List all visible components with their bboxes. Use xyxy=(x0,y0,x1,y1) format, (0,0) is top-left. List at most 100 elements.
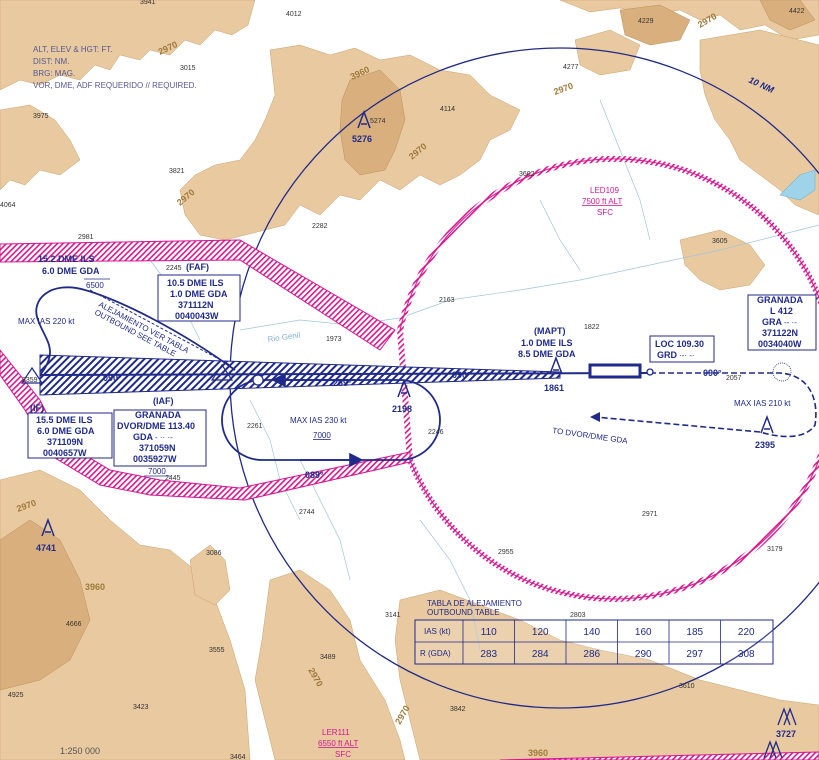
obstacle-icon xyxy=(41,517,55,537)
fix-line: 0040657W xyxy=(43,448,87,458)
fix-line: 1.0 DME ILS xyxy=(521,338,573,348)
faf-fix xyxy=(210,363,234,381)
spot-height: 2981 xyxy=(78,234,94,241)
fix-line: GRANADA xyxy=(757,295,803,305)
spot-height: 3423 xyxy=(133,704,149,711)
ndb-gra-symbol xyxy=(772,362,792,382)
spot-height: 2246 xyxy=(428,429,444,436)
fix-line: 10.5 DME ILS xyxy=(167,278,224,288)
missed-approach-note: TO DVOR/DME GDA xyxy=(552,426,629,446)
fix-box xyxy=(113,409,207,467)
fix-line: L 412 xyxy=(770,306,793,316)
spot-height: 3464 xyxy=(230,754,246,760)
fix-title: (FAF) xyxy=(186,262,209,272)
obstacle-height: 1861 xyxy=(544,383,564,393)
zone-name: LED109 xyxy=(590,186,619,195)
fix-loc: LOC 109.30 GRD ·-· -· xyxy=(649,335,715,363)
fix-line: 371122N xyxy=(762,328,798,338)
table-title-es: TABLA DE ALEJAMIENTO xyxy=(427,599,522,608)
legend-line-4: VOR, DME, ADF REQUERIDO // REQUIRED. xyxy=(33,81,197,90)
fix-ndb: GRANADA L 412 GRA -- ·- 371122N 0034040W xyxy=(747,294,817,351)
morse-icon: ·-· -· xyxy=(679,351,695,360)
terrain-se xyxy=(394,589,819,760)
fix-line: GRD xyxy=(657,350,678,360)
spot-height: 3610 xyxy=(679,683,695,690)
legend-line-1: ALT, ELEV & HGT: FT. xyxy=(33,45,112,54)
spot-height: 2057 xyxy=(726,375,742,382)
obstacle-height: 3727 xyxy=(776,729,796,739)
chart-legend: ALT, ELEV & HGT: FT. DIST: NM. BRG: MAG.… xyxy=(33,45,197,90)
contour-label: 3960 xyxy=(85,582,105,592)
fix-line: 371059N xyxy=(139,443,176,453)
zone-name: LER111 xyxy=(322,728,350,737)
table-cell-r: 290 xyxy=(635,649,652,660)
terrain-mid-west xyxy=(189,544,231,606)
morse-icon: -- ·- xyxy=(784,318,797,327)
spot-height: 2744 xyxy=(299,509,315,516)
fix-line: GRA xyxy=(762,317,783,327)
fix-title: (MAPT) xyxy=(534,326,566,336)
restricted-zone-led109-edge xyxy=(399,158,819,600)
fix-faf: (FAF) 10.5 DME ILS 1.0 DME GDA 371112N 0… xyxy=(157,262,241,322)
terrain-e-lobe xyxy=(574,29,641,76)
contour-label: 2970 xyxy=(552,81,574,97)
obstacle-height: 2395 xyxy=(755,440,775,450)
holding-pattern xyxy=(221,379,441,461)
table-cell-ias: 185 xyxy=(686,627,703,638)
fix-title: (IAF) xyxy=(153,396,174,406)
obstacle-icon xyxy=(549,355,563,375)
obstacles: 5276 1861 2198 2395 4741 3727 xyxy=(36,109,797,759)
obstacle-height: 5276 xyxy=(352,134,372,144)
speed-limit: MAX IAS 220 kt xyxy=(18,317,75,326)
bearing-label: 090° xyxy=(103,373,122,383)
spot-height: 3141 xyxy=(385,612,401,619)
spot-height: 4012 xyxy=(286,11,302,18)
spot-height: 2955 xyxy=(498,549,514,556)
zone-lower: SFC xyxy=(597,208,613,217)
table-cell-ias: 160 xyxy=(635,627,652,638)
fix-if: (IF) 15.5 DME ILS 6.0 DME GDA 371109N 00… xyxy=(27,403,113,459)
spot-height: 3179 xyxy=(767,546,783,553)
missed-approach-track xyxy=(594,372,817,438)
loc-fix xyxy=(646,368,654,376)
fix-line: 371109N xyxy=(47,437,83,447)
terrain-nw xyxy=(0,0,256,91)
spot-height: 3015 xyxy=(180,65,196,72)
fix-box xyxy=(27,412,113,459)
table-cell-ias: 220 xyxy=(738,627,755,638)
obstacle-icon xyxy=(760,414,774,434)
terrain-ne-top xyxy=(559,0,819,41)
spot-height: 3605 xyxy=(712,238,728,245)
obstacle-icon xyxy=(777,707,797,726)
speed-limit: MAX IAS 230 kt xyxy=(290,416,347,425)
spot-height: 1973 xyxy=(326,336,342,343)
bearing-label: 090° xyxy=(703,368,722,378)
speed-limit: MAX IAS 210 kt xyxy=(734,399,791,408)
spot-height: 4925 xyxy=(8,692,24,699)
table-cell-r: 283 xyxy=(480,649,497,660)
table-cell-r: 308 xyxy=(738,649,755,660)
final-approach-track xyxy=(39,372,651,376)
course-reversal xyxy=(35,286,236,376)
terrain-s-central xyxy=(254,569,406,760)
missed-approach-arrowhead xyxy=(590,412,600,422)
spot-height: 4666 xyxy=(66,621,82,628)
fix-line: 15.2 DME ILS xyxy=(38,254,95,264)
spot-height: 2282 xyxy=(312,223,328,230)
fix-iaf: (IAF) GRANADA DVOR/DME 113.40 GDA - ·· ·… xyxy=(113,396,207,477)
obstacle-height: 4741 xyxy=(36,543,56,553)
obstacle-icon xyxy=(763,740,783,759)
table-cell-r: 286 xyxy=(583,649,600,660)
spot-height: 3489 xyxy=(320,654,336,661)
table-row-label: IAS (kt) xyxy=(424,627,451,636)
spot-height: 3941 xyxy=(140,0,156,6)
hold-altitude: 7000 xyxy=(313,431,331,440)
spot-height: 2971 xyxy=(642,511,658,518)
obstacle-icon xyxy=(397,378,411,398)
zone-upper: 6550 ft ALT xyxy=(318,739,358,748)
spot-height: 5274 xyxy=(370,118,386,125)
spot-height: 3359 xyxy=(22,377,38,384)
fix-line: 8.5 DME GDA xyxy=(518,349,576,359)
legend-line-2: DIST: NM. xyxy=(33,57,69,66)
